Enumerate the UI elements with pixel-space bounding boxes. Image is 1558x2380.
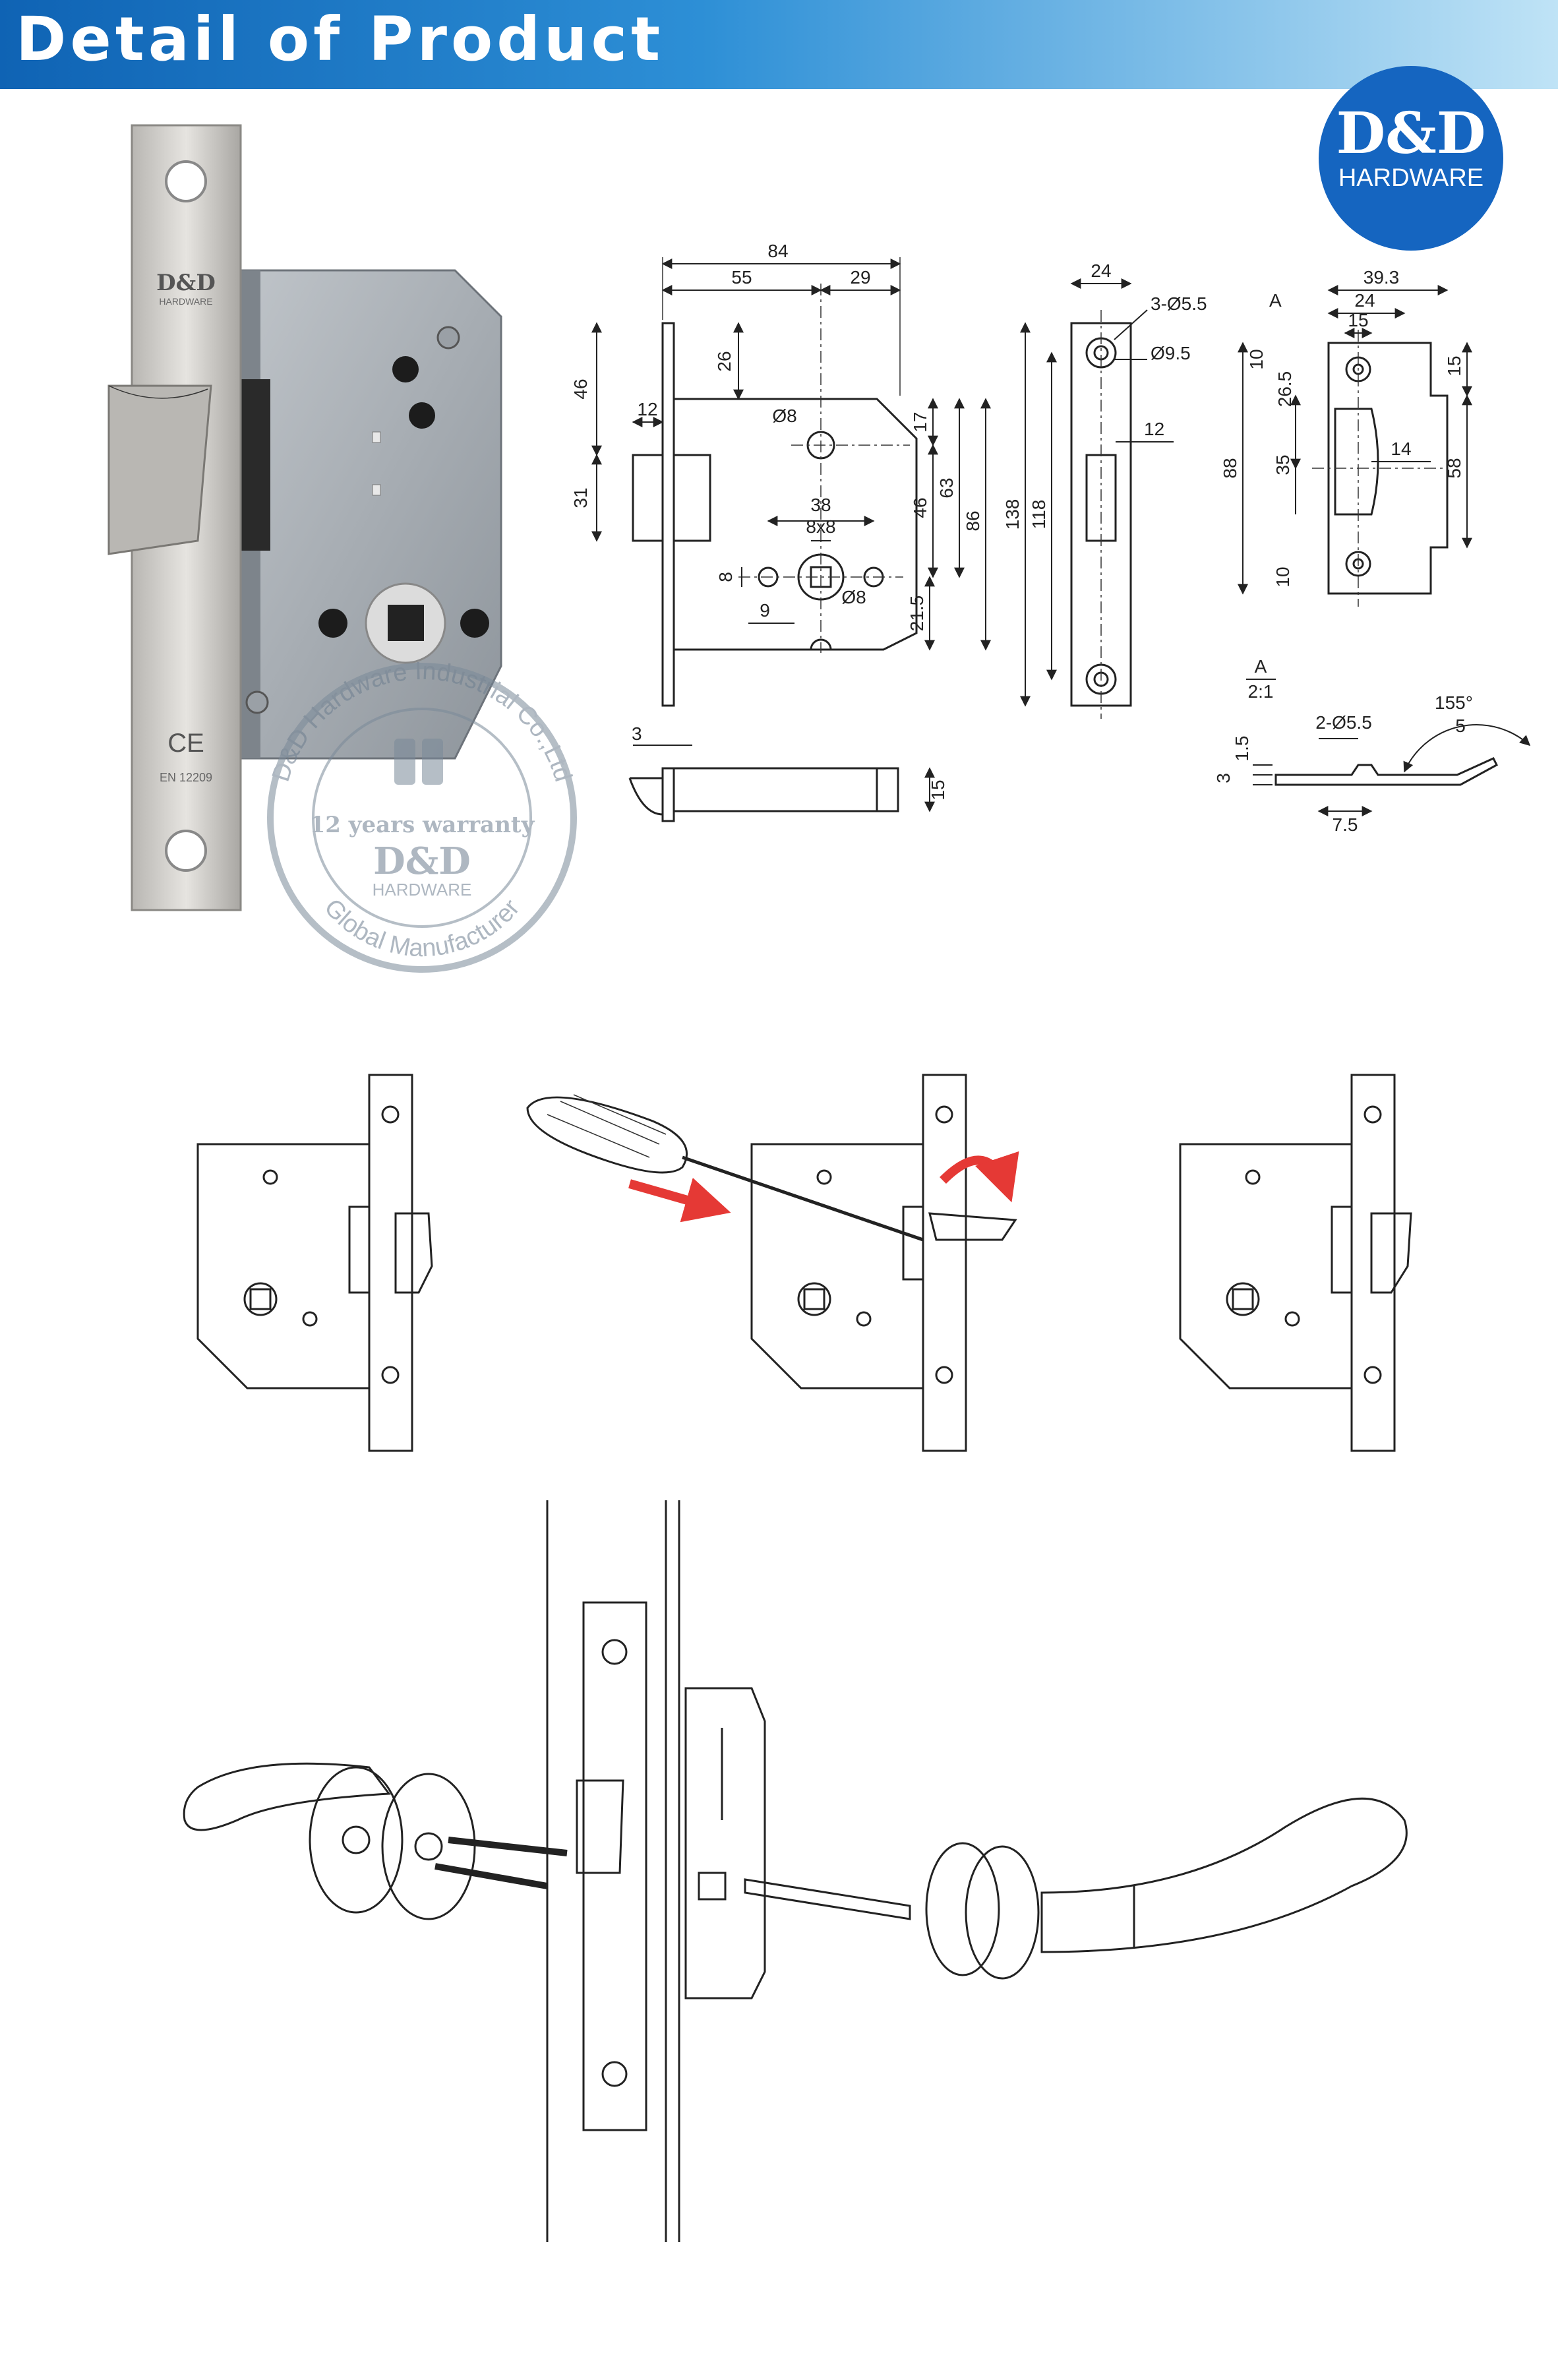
product-photo: D&D HARDWARE CE EN 12209: [107, 124, 502, 911]
dim-dia9-5: Ø9.5: [1151, 343, 1191, 363]
dim-7-5: 7.5: [1333, 814, 1358, 835]
dim-63: 63: [936, 477, 957, 498]
dim-3-dia5-5: 3-Ø5.5: [1151, 293, 1207, 314]
dim-21-5: 21.5: [907, 595, 927, 632]
dim-58: 58: [1444, 458, 1464, 478]
dim-39-3: 39.3: [1363, 267, 1400, 288]
dim-138: 138: [1002, 499, 1023, 530]
dim-118: 118: [1029, 500, 1049, 530]
dim-24-plate: 24: [1091, 260, 1111, 281]
dim-155-deg: 155°: [1435, 692, 1473, 713]
standard-mark: EN 12209: [160, 771, 212, 784]
latch-reversal-step-1: [196, 1074, 433, 1452]
dim-55: 55: [731, 267, 752, 288]
strike-plate-drawing: A 39.3 24 15 10 15 26.5 88 35 14 58 10: [1220, 267, 1472, 607]
dim-3-section: 3: [1213, 773, 1234, 783]
dim-86: 86: [963, 510, 983, 531]
page-title: Detail of Product: [16, 4, 665, 75]
dim-24-strike: 24: [1354, 290, 1375, 311]
logo-sub-text: HARDWARE: [1338, 164, 1483, 192]
dim-17: 17: [910, 412, 930, 432]
dim-15-strike-top: 15: [1348, 310, 1368, 330]
dim-29: 29: [850, 267, 870, 288]
dim-1-5: 1.5: [1232, 736, 1252, 762]
ce-mark: CE: [167, 729, 204, 758]
bolt-side-view: 3 15: [628, 723, 948, 822]
section-scale: 2:1: [1248, 681, 1274, 702]
plate-brand: D&D: [156, 270, 216, 296]
watermark-brand-sub: HARDWARE: [373, 880, 472, 900]
plate-brand-sub: HARDWARE: [159, 296, 212, 307]
header-banner: Detail of Product: [0, 0, 1558, 89]
dim-10-top: 10: [1246, 349, 1267, 369]
dim-12: 12: [637, 399, 657, 419]
dim-26-5: 26.5: [1274, 371, 1295, 408]
dim-46-left: 46: [570, 379, 591, 399]
dim-3: 3: [632, 723, 642, 744]
dim-dia8-bottom: Ø8: [841, 587, 866, 607]
faceplate-drawing: 24 3-Ø5.5 Ø9.5 12 138 118: [1002, 260, 1207, 719]
section-a-drawing: A 2:1 2-Ø5.5 155° 5 1.5 3 7.5: [1213, 656, 1531, 835]
dim-15-bolt: 15: [928, 779, 948, 800]
red-arrow-rotate: [940, 1151, 1019, 1203]
dim-dia8-top: Ø8: [772, 406, 796, 426]
dim-9: 9: [760, 600, 770, 621]
dim-14: 14: [1391, 439, 1411, 459]
dim-84: 84: [767, 241, 788, 261]
watermark-warranty: 12 years warranty: [310, 812, 535, 838]
dim-2-dia5-5: 2-Ø5.5: [1315, 712, 1372, 733]
dim-15-strike-right: 15: [1444, 355, 1464, 376]
watermark-brand: D&D: [373, 839, 471, 883]
dim-12-plate: 12: [1144, 419, 1164, 439]
dim-10-bottom: 10: [1273, 566, 1293, 587]
screwdriver-icon: [526, 1094, 924, 1242]
strike-section-mark: A: [1269, 290, 1282, 311]
dim-46-right: 46: [910, 497, 930, 518]
dim-8: 8: [715, 572, 736, 582]
dim-35: 35: [1273, 454, 1293, 475]
brand-logo: D&D HARDWARE: [1319, 66, 1503, 251]
dim-88: 88: [1220, 458, 1240, 478]
latch-reversal-step-2: [526, 1074, 1019, 1452]
section-label: A: [1255, 656, 1267, 677]
dim-8x8: 8x8: [806, 516, 835, 537]
latch-reversal-step-3: [1179, 1074, 1412, 1452]
dim-31: 31: [570, 487, 591, 508]
installation-exploded-view: [183, 1500, 1408, 2242]
dim-38: 38: [810, 495, 831, 515]
front-view-drawing: 84 55 29 46 26 12 31 Ø8 17 38 8x8 46 63 …: [570, 241, 991, 707]
dim-26: 26: [714, 351, 734, 371]
logo-main-text: D&D: [1336, 100, 1486, 167]
dim-5: 5: [1455, 716, 1466, 736]
red-arrow-push: [628, 1177, 731, 1223]
latch-bolt: [107, 384, 212, 555]
